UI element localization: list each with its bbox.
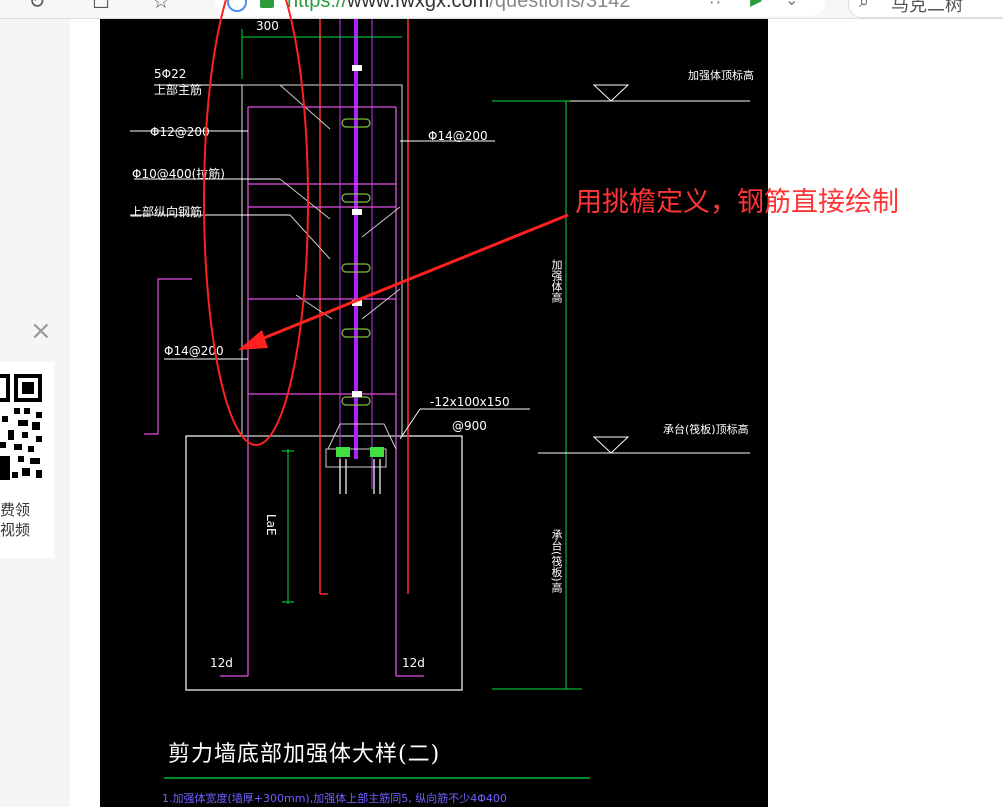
cad-drawing-image: 300 5Φ22 上部主筋 Φ12@200 Φ10@400(拉筋) 上部纵向钢筋… xyxy=(100,19,768,807)
content-margin xyxy=(70,19,100,807)
cad-label-bar-10-400: Φ10@400(拉筋) xyxy=(132,167,225,181)
search-text[interactable]: 马克二树 xyxy=(891,0,963,16)
close-icon[interactable]: × xyxy=(30,316,52,346)
star-icon[interactable]: ☆ xyxy=(152,0,170,13)
url-text[interactable]: https://www.fwxgx.com/questions/3142 xyxy=(287,0,631,13)
share-icon[interactable]: ☐ xyxy=(92,0,110,13)
cad-drawing-note: 1.加强体宽度(墙厚+300mm),加强体上部主筋同5, 纵向筋不少4Φ400 xyxy=(162,792,507,805)
address-bar[interactable]: https://www.fwxgx.com/questions/3142 ∷ ▶… xyxy=(215,0,825,16)
qr-caption-line2: 视频 xyxy=(0,521,31,539)
cad-label-bar-12-200: Φ12@200 xyxy=(150,125,210,139)
annotation-text: 用挑檐定义，钢筋直接绘制 xyxy=(575,187,899,218)
url-scheme: https:// xyxy=(287,0,348,12)
cad-drawing-title: 剪力墙底部加强体大样(二) xyxy=(168,742,441,767)
qr-card[interactable]: 费领 视频 xyxy=(0,362,54,558)
footing-outline xyxy=(185,435,463,691)
qr-caption: 费领 视频 xyxy=(0,500,54,540)
url-path: /questions/3142 xyxy=(489,0,631,12)
cad-label-upper-main-bar: 上部主筋 xyxy=(154,83,203,97)
url-host: www.fwxgx.com xyxy=(347,0,490,12)
grid-icon[interactable]: ∷ xyxy=(710,0,720,9)
qr-code-icon xyxy=(0,372,54,482)
cad-label-plate: -12x100x150 xyxy=(430,395,510,409)
site-icon xyxy=(227,0,247,12)
cad-label-plate-spacing: @900 xyxy=(452,419,487,433)
cad-label-reinforce-elevation: 加强体顶标高 xyxy=(688,69,754,82)
refresh-icon[interactable]: ↻ xyxy=(28,0,46,13)
search-box[interactable]: ⌕ 马克二树 xyxy=(848,0,1003,18)
cad-label-bar-14-200-right: Φ14@200 xyxy=(428,129,488,143)
play-icon[interactable]: ▶ xyxy=(750,0,762,9)
cad-label-reinforce-height: 加强体高 xyxy=(550,259,563,303)
browser-toolbar: ↻ ☐ ☆ https://www.fwxgx.com/questions/31… xyxy=(0,0,1003,19)
right-margin xyxy=(768,19,1003,807)
cad-label-hook-left: 12d xyxy=(210,656,233,670)
cad-label-upper-dist-bar: 上部纵向钢筋 xyxy=(130,205,203,219)
qr-caption-line1: 费领 xyxy=(0,501,31,519)
cad-label-cap-height: 承台(筏板)高 xyxy=(550,529,563,593)
lock-icon xyxy=(260,0,274,8)
chevron-down-icon[interactable]: ⌄ xyxy=(785,0,798,9)
cad-label-hook-right: 12d xyxy=(402,656,425,670)
reinforcement-body xyxy=(241,84,403,437)
cad-label-bar-14-200-left: Φ14@200 xyxy=(164,344,224,358)
cad-label-lae: LaE xyxy=(264,514,278,536)
cad-label-rebar-5-22: 5Φ22 xyxy=(154,67,187,81)
search-icon[interactable]: ⌕ xyxy=(859,0,870,12)
cad-dim-top: 300 xyxy=(256,19,279,33)
cad-label-cap-elevation: 承台(筏板)顶标高 xyxy=(663,423,749,436)
